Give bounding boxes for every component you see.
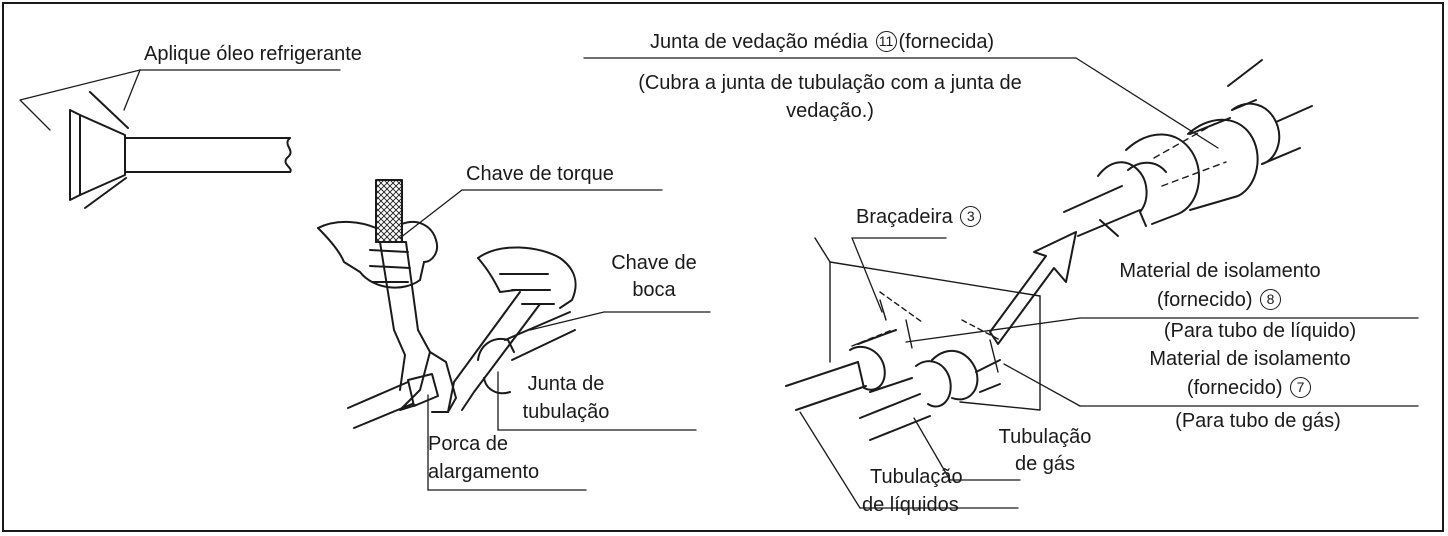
oil-application-marks bbox=[84, 91, 129, 209]
label-insulation-8-supplied: (fornecido) bbox=[1156, 289, 1253, 311]
left-pipe-drawing bbox=[347, 311, 576, 429]
label-clamp: Braçadeira 3 bbox=[856, 206, 983, 229]
liquid-pipe-drawing bbox=[785, 329, 913, 411]
oil-leader-lines bbox=[19, 69, 341, 131]
gas-pipe-drawing bbox=[859, 350, 1001, 441]
label-cover-joint-1: (Cubra a junta de tubulação com a junta … bbox=[638, 72, 1022, 94]
label-flare-nut-1: Porca de bbox=[428, 433, 509, 455]
label-liquid-piping-2: de líquidos bbox=[862, 494, 959, 516]
label-insulation-8-line2: (fornecido) 8 bbox=[1080, 289, 1360, 312]
item-number-8: 8 bbox=[1260, 289, 1282, 310]
label-torque-wrench: Chave de torque bbox=[466, 163, 614, 185]
middle-leader-lines bbox=[399, 189, 711, 491]
sealed-joint-drawing bbox=[1063, 59, 1313, 237]
up-arrow-drawing bbox=[989, 231, 1077, 345]
label-apply-oil: Aplique óleo refrigerante bbox=[144, 43, 362, 65]
item-number-3: 3 bbox=[960, 206, 982, 227]
label-seal-joint: Junta de vedação média 11(fornecida) bbox=[650, 31, 994, 54]
label-gas-piping-1: Tubulação bbox=[998, 426, 1092, 448]
indoor-unit-box bbox=[814, 237, 1041, 411]
label-for-gas-pipe: (Para tubo de gás) bbox=[1175, 410, 1341, 432]
right-leader-lines bbox=[583, 57, 1419, 509]
label-pipe-joint-2: tubulação bbox=[522, 401, 610, 423]
hand-on-open-end-wrench bbox=[477, 246, 577, 309]
torque-wrench-drawing bbox=[375, 179, 457, 413]
label-clamp-text: Braçadeira bbox=[856, 206, 953, 228]
label-seal-joint-suffix: (fornecida) bbox=[898, 31, 995, 53]
label-flare-nut-2: alargamento bbox=[428, 461, 540, 483]
label-insulation-7-supplied: (fornecido) bbox=[1186, 377, 1283, 399]
label-open-end-wrench-1: Chave de bbox=[611, 252, 697, 274]
label-open-end-wrench-2: boca bbox=[632, 279, 676, 301]
label-insulation-8-line1: Material de isolamento bbox=[1119, 260, 1321, 282]
label-pipe-joint-1: Junta de bbox=[527, 373, 605, 395]
label-insulation-7-line2: (fornecido) 7 bbox=[1110, 377, 1390, 400]
item-number-11: 11 bbox=[875, 31, 897, 52]
label-insulation-7-line1: Material de isolamento bbox=[1149, 348, 1351, 370]
label-cover-joint-2: vedação.) bbox=[786, 100, 874, 122]
label-gas-piping-2: de gás bbox=[1014, 453, 1076, 475]
hand-on-torque-wrench bbox=[317, 221, 438, 289]
flare-pipe-drawing bbox=[69, 109, 292, 201]
label-for-liquid-pipe: (Para tubo de líquido) bbox=[1163, 320, 1357, 342]
item-number-7: 7 bbox=[1290, 377, 1312, 398]
label-seal-joint-text: Junta de vedação média bbox=[650, 31, 868, 53]
label-liquid-piping-1: Tubulação bbox=[870, 466, 963, 488]
